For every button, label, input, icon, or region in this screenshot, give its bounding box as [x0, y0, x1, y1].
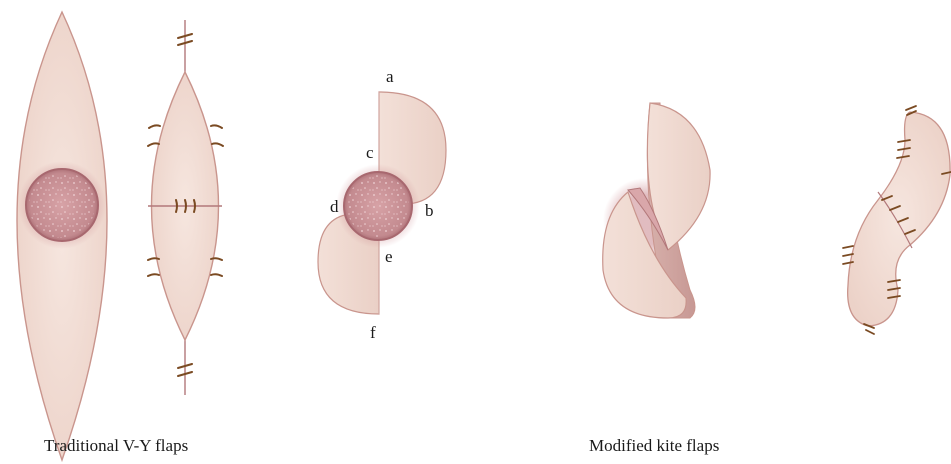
sutured-kite-outline	[848, 112, 950, 326]
caption-traditional-vy-flaps: Traditional V-Y flaps	[44, 436, 188, 456]
defect-speckle	[29, 172, 95, 238]
point-label-a: a	[386, 67, 394, 86]
vy-flap-sutured	[148, 20, 223, 395]
kite-flap-sutured	[843, 106, 951, 334]
point-label-c: c	[366, 143, 374, 162]
kite-flap-rotation	[603, 103, 710, 318]
caption-modified-kite-flaps: Modified kite flaps	[589, 436, 719, 456]
point-label-f: f	[370, 323, 376, 342]
vy-flap-design	[17, 12, 107, 460]
point-label-e: e	[385, 247, 393, 266]
defect-speckle	[347, 175, 409, 237]
point-label-d: d	[330, 197, 339, 216]
kite-flap-design: a c d b e f	[318, 67, 446, 342]
point-label-b: b	[425, 201, 434, 220]
